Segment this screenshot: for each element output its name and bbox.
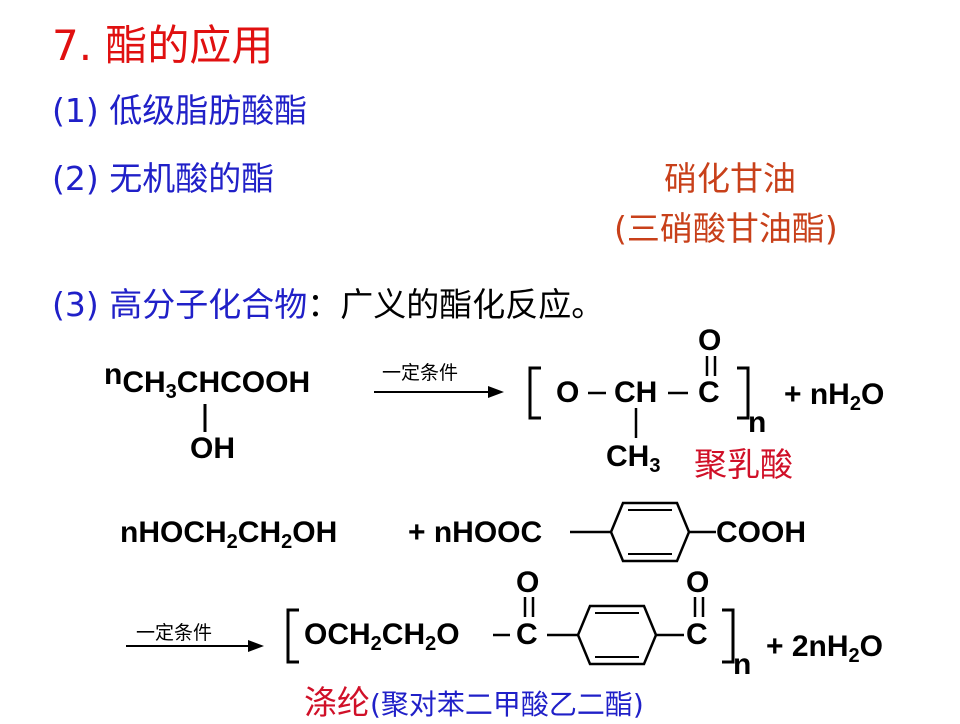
chain-carbonyl-c-1: C: [698, 376, 720, 409]
nitroglycerin-label: 硝化甘油: [664, 159, 796, 198]
glycol-c: OH: [292, 516, 338, 549]
item-polymer: (3) 高分子化合物：广义的酯化反应。: [52, 278, 604, 326]
coefficient-n: n: [104, 358, 123, 391]
byproduct-o: O: [860, 378, 885, 411]
chain-b: CH: [381, 618, 426, 651]
polyester-chain-segment: OCH2CH2O: [304, 618, 460, 655]
item-polymer-text: ：广义的酯化反应。: [307, 285, 605, 324]
product-name-dacron: 涤纶: [304, 683, 370, 722]
carbonyl-oxygen-1: O: [698, 324, 722, 357]
benzene-ring-2: [576, 604, 658, 666]
nitroglycerin-fullname: (三硝酸甘油酯): [614, 209, 838, 248]
hydroxyl-group: OH: [190, 432, 235, 465]
reactant-terephthalic-left: + nHOOC: [408, 516, 543, 549]
bracket-left-2: [286, 608, 299, 664]
byproduct-o: O: [859, 630, 883, 663]
chain-oxygen-1: O: [556, 376, 580, 409]
methyl-ch: CH: [606, 440, 650, 473]
repeat-n-2: n: [733, 648, 752, 681]
condition-label-2: 一定条件: [136, 622, 213, 644]
arrow-head-icon: [248, 640, 264, 652]
reaction-arrow-1: [374, 391, 492, 393]
repeat-n-1: n: [748, 406, 767, 439]
page-title: 7. 酯的应用: [52, 21, 274, 70]
carbonyl-oxygen-right: O: [686, 566, 710, 599]
chain-c: O: [436, 618, 460, 651]
bracket-left-1: [528, 366, 541, 420]
benzene-ring-1: [609, 501, 691, 563]
product-name-polylactic: 聚乳酸: [694, 445, 793, 484]
subscript: 2: [281, 531, 293, 553]
subscript: 2: [226, 531, 238, 553]
water-byproduct-1: + nH2O: [784, 378, 885, 415]
product-name-polyester: 涤纶(聚对苯二甲酸乙二酯): [304, 676, 644, 724]
item-inorganic-ester: (2) 无机酸的酯: [52, 159, 275, 198]
reaction-arrow-2: [126, 645, 252, 647]
subscript: 2: [425, 633, 437, 655]
item-low-ester: (1) 低级脂肪酸酯: [52, 91, 308, 130]
reactant-terephthalic-right: COOH: [716, 516, 806, 549]
subscript: 3: [649, 455, 661, 477]
methyl-group: CH3: [606, 440, 661, 477]
chain-ch: CH: [614, 376, 658, 409]
byproduct-2nh: + 2nH: [766, 630, 849, 663]
reactant-chcooh: CHCOOH: [176, 366, 311, 399]
carbonyl-oxygen-left: O: [516, 566, 540, 599]
carbonyl-c-left: C: [516, 618, 538, 651]
reactant-ch3: CH: [122, 366, 166, 399]
byproduct-nh: + nH: [784, 378, 850, 411]
chain-a: OCH: [304, 618, 371, 651]
arrow-head-icon: [488, 386, 504, 398]
subscript: 2: [370, 633, 382, 655]
subscript: 3: [165, 381, 177, 403]
product-fullname-pet: (聚对苯二甲酸乙二酯): [370, 688, 644, 721]
glycol-b: CH: [237, 516, 282, 549]
water-byproduct-2: + 2nH2O: [766, 630, 883, 667]
bracket-right-1: [737, 366, 750, 420]
carbonyl-c-right: C: [686, 618, 708, 651]
bracket-right-2: [722, 608, 735, 664]
subscript: 2: [848, 645, 860, 667]
subscript: 2: [849, 393, 861, 415]
reactant-lactic-acid: nCH3CHCOOH: [104, 358, 311, 403]
glycol-a: nHOCH: [120, 516, 227, 549]
item-polymer-label: (3) 高分子化合物: [52, 285, 308, 324]
condition-label-1: 一定条件: [382, 362, 459, 384]
reactant-ethylene-glycol: nHOCH2CH2OH: [120, 516, 338, 553]
